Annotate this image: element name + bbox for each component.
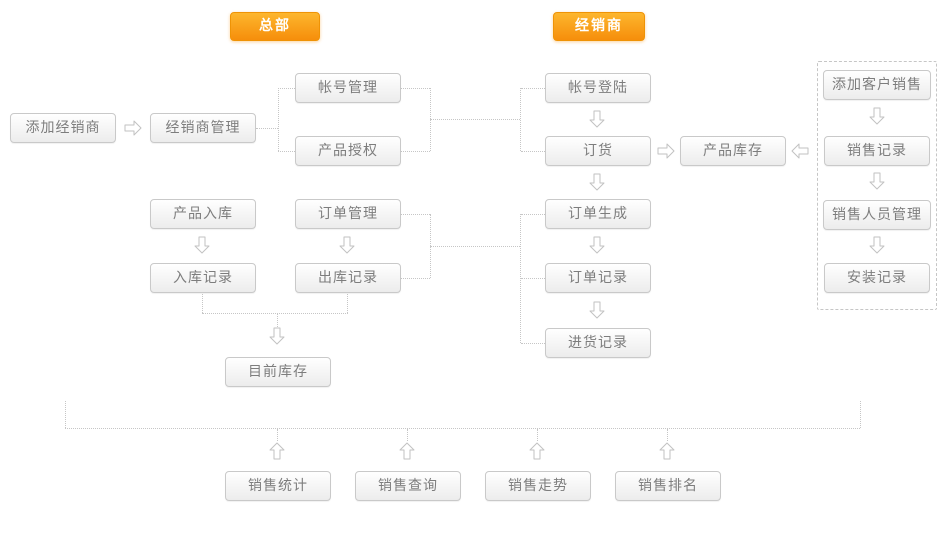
connector-line bbox=[65, 428, 860, 429]
connector-line bbox=[521, 343, 545, 344]
arrow-up-icon bbox=[659, 442, 675, 460]
connector-line bbox=[278, 88, 279, 151]
connector-line bbox=[521, 214, 545, 215]
connector-line bbox=[256, 128, 278, 129]
connector-line bbox=[401, 278, 430, 279]
connector-line bbox=[202, 313, 348, 314]
arrow-up-icon bbox=[269, 442, 285, 460]
arrow-down-icon bbox=[589, 173, 605, 191]
node-out-record: 出库记录 bbox=[295, 263, 401, 293]
connector-line bbox=[860, 401, 861, 428]
node-account-login: 帐号登陆 bbox=[545, 73, 651, 103]
node-order-mgmt: 订单管理 bbox=[295, 199, 401, 229]
customer-sales-group-border bbox=[817, 61, 937, 310]
arrow-down-icon bbox=[339, 236, 355, 254]
connector-line bbox=[202, 294, 203, 313]
node-sales-record: 销售记录 bbox=[824, 136, 930, 166]
connector-line bbox=[520, 214, 521, 343]
node-purchase-record: 进货记录 bbox=[545, 328, 651, 358]
node-product-in: 产品入库 bbox=[150, 199, 256, 229]
node-order-goods: 订货 bbox=[545, 136, 651, 166]
connector-line bbox=[277, 429, 278, 441]
connector-line bbox=[401, 151, 430, 152]
section-badge-hq: 总部 bbox=[230, 12, 320, 41]
connector-line bbox=[401, 214, 430, 215]
connector-line bbox=[401, 88, 430, 89]
connector-line bbox=[278, 88, 295, 89]
connector-line bbox=[537, 429, 538, 441]
node-account-mgmt: 帐号管理 bbox=[295, 73, 401, 103]
arrow-up-icon bbox=[529, 442, 545, 460]
connector-line bbox=[430, 246, 520, 247]
node-dealer-mgmt: 经销商管理 bbox=[150, 113, 256, 143]
arrow-down-icon bbox=[194, 236, 210, 254]
arrow-down-icon bbox=[589, 110, 605, 128]
node-add-dealer: 添加经销商 bbox=[10, 113, 116, 143]
connector-line bbox=[520, 88, 521, 151]
node-in-record: 入库记录 bbox=[150, 263, 256, 293]
section-badge-dealer: 经销商 bbox=[553, 12, 645, 41]
connector-line bbox=[278, 151, 295, 152]
connector-line bbox=[65, 401, 66, 428]
connector-line bbox=[407, 429, 408, 441]
connector-line bbox=[521, 151, 545, 152]
connector-line bbox=[667, 429, 668, 441]
arrow-down-icon bbox=[869, 172, 885, 190]
node-sales-trend: 销售走势 bbox=[485, 471, 591, 501]
node-product-stock: 产品库存 bbox=[680, 136, 786, 166]
connector-line bbox=[521, 278, 545, 279]
arrow-down-icon bbox=[269, 327, 285, 345]
connector-line bbox=[430, 119, 520, 120]
arrow-down-icon bbox=[589, 301, 605, 319]
node-sales-query: 销售查询 bbox=[355, 471, 461, 501]
connector-line bbox=[277, 313, 278, 327]
node-order-record: 订单记录 bbox=[545, 263, 651, 293]
arrow-up-icon bbox=[399, 442, 415, 460]
arrow-down-icon bbox=[869, 236, 885, 254]
node-sales-rank: 销售排名 bbox=[615, 471, 721, 501]
arrow-left-icon bbox=[791, 143, 809, 159]
node-current-stock: 目前库存 bbox=[225, 357, 331, 387]
node-product-auth: 产品授权 bbox=[295, 136, 401, 166]
arrow-right-icon bbox=[124, 120, 142, 136]
arrow-down-icon bbox=[589, 236, 605, 254]
node-add-customer-sale: 添加客户销售 bbox=[823, 70, 931, 100]
connector-line bbox=[347, 294, 348, 313]
node-sales-stats: 销售统计 bbox=[225, 471, 331, 501]
connector-line bbox=[521, 88, 545, 89]
node-order-gen: 订单生成 bbox=[545, 199, 651, 229]
node-install-record: 安装记录 bbox=[824, 263, 930, 293]
node-sales-staff-mgmt: 销售人员管理 bbox=[823, 200, 931, 230]
arrow-right-icon bbox=[657, 143, 675, 159]
arrow-down-icon bbox=[869, 107, 885, 125]
